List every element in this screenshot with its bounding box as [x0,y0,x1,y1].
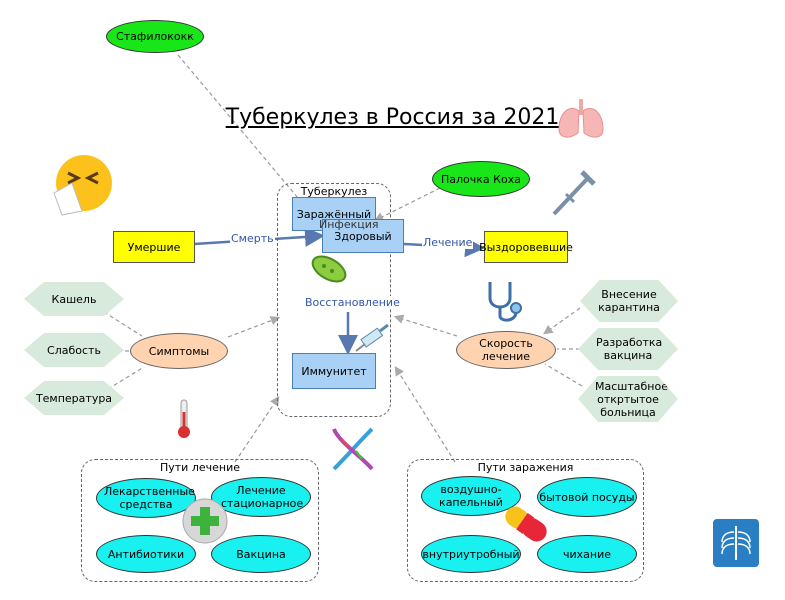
node-sneeze-label: чихание [562,547,611,561]
node-intrauterine-label: внутриутробный [422,547,520,561]
node-intrauterine[interactable]: внутриутробный [421,535,521,573]
node-hospital-label: Масштабное откртытое больница [595,379,668,419]
first-aid-icon [182,498,228,544]
stethoscope-icon [488,282,522,322]
node-cough[interactable]: Кашель [24,282,124,316]
edge-hospital [544,363,583,387]
group-tb-label: Туберкулез [300,185,368,198]
edge-infection-group [394,365,456,463]
node-immunity[interactable]: Иммунитет [292,353,376,389]
node-dishes[interactable]: бытовой посуды [537,477,637,517]
node-airborne[interactable]: воздушно-капельный [421,476,521,516]
pill-icon [505,506,547,542]
node-speed-label: Скорость лечение [479,337,533,363]
node-staph-label: Стафилококк [116,30,194,43]
node-hospital[interactable]: Масштабное откртытое больница [578,376,678,422]
group-infection: Пути заражения [407,459,644,582]
group-infection-label: Пути заражения [477,461,574,474]
edge-label-infection: Инфекция [319,218,379,231]
edge-cough [103,311,143,337]
node-symptoms-label: Симптомы [148,344,210,358]
syringe-icon [355,323,389,352]
thermometer-icon [178,399,190,438]
node-dishes-label: бытовой посуды [539,490,635,504]
node-drugs-label: Лекарственные средства [104,485,195,511]
node-symptoms[interactable]: Симптомы [130,333,228,369]
sneezing-face-icon [53,155,112,216]
edge-quarantine [543,307,581,335]
node-dead-label: Умершие [127,240,181,254]
node-healthy-label: Здоровый [334,229,392,243]
node-airborne-label: воздушно-капельный [439,483,503,509]
node-vaccine-dev-label: Разработка вакцина [596,336,663,362]
node-inpatient[interactable]: Лечение стационарное [211,477,311,517]
node-vaccine-label: Вакцина [236,547,286,561]
xray-icon [713,519,759,567]
node-sneeze[interactable]: чихание [537,535,637,573]
node-recovered-label: Выздоровевшие [479,240,573,254]
node-infected-label: Заражённый [296,207,372,221]
group-treatment: Пути лечение [81,459,319,582]
edge-symptoms [227,316,281,338]
node-speed[interactable]: Скорость лечение [456,331,556,369]
edge-temperature [107,366,145,390]
node-inpatient-label: Лечение стационарное [221,484,304,510]
lungs-icon [558,99,604,138]
edge-koch [373,187,441,222]
node-dead[interactable]: Умершие [113,231,195,263]
node-vaccine-dev[interactable]: Разработка вакцина [578,328,678,370]
node-koch-label: Палочка Коха [441,172,521,186]
node-vaccine[interactable]: Вакцина [211,535,311,573]
edge-label-treatment: Лечение [422,236,474,249]
node-weakness[interactable]: Слабость [24,333,124,367]
node-antibiotics[interactable]: Антибиотики [96,535,196,573]
node-cough-label: Кашель [51,292,97,306]
node-koch[interactable]: Палочка Коха [432,161,530,197]
node-weakness-label: Слабость [47,343,101,357]
edge-label-death: Смерть [230,232,275,245]
node-temperature-label: Температура [35,391,113,405]
node-healthy[interactable]: Здоровый [322,219,404,253]
edge-treatment-group [234,396,280,463]
node-quarantine[interactable]: Внесение карантина [580,280,678,322]
node-immunity-label: Иммунитет [301,364,367,378]
edge-label-recovery: Восстановление [304,296,401,309]
page-title: Туберкулез в Россия за 2021 [225,105,560,130]
node-antibiotics-label: Антибиотики [107,547,185,561]
edge-speed [393,314,458,337]
node-drugs[interactable]: Лекарственные средства [96,478,196,518]
node-quarantine-label: Внесение карантина [598,288,660,314]
node-temperature[interactable]: Температура [24,381,124,415]
node-recovered[interactable]: Выздоровевшие [479,231,573,263]
bacteria-icon [311,255,347,283]
dna-icon [332,427,374,471]
group-treatment-label: Пути лечение [159,461,240,474]
crutch-icon [552,170,596,216]
node-staph[interactable]: Стафилококк [106,20,204,53]
